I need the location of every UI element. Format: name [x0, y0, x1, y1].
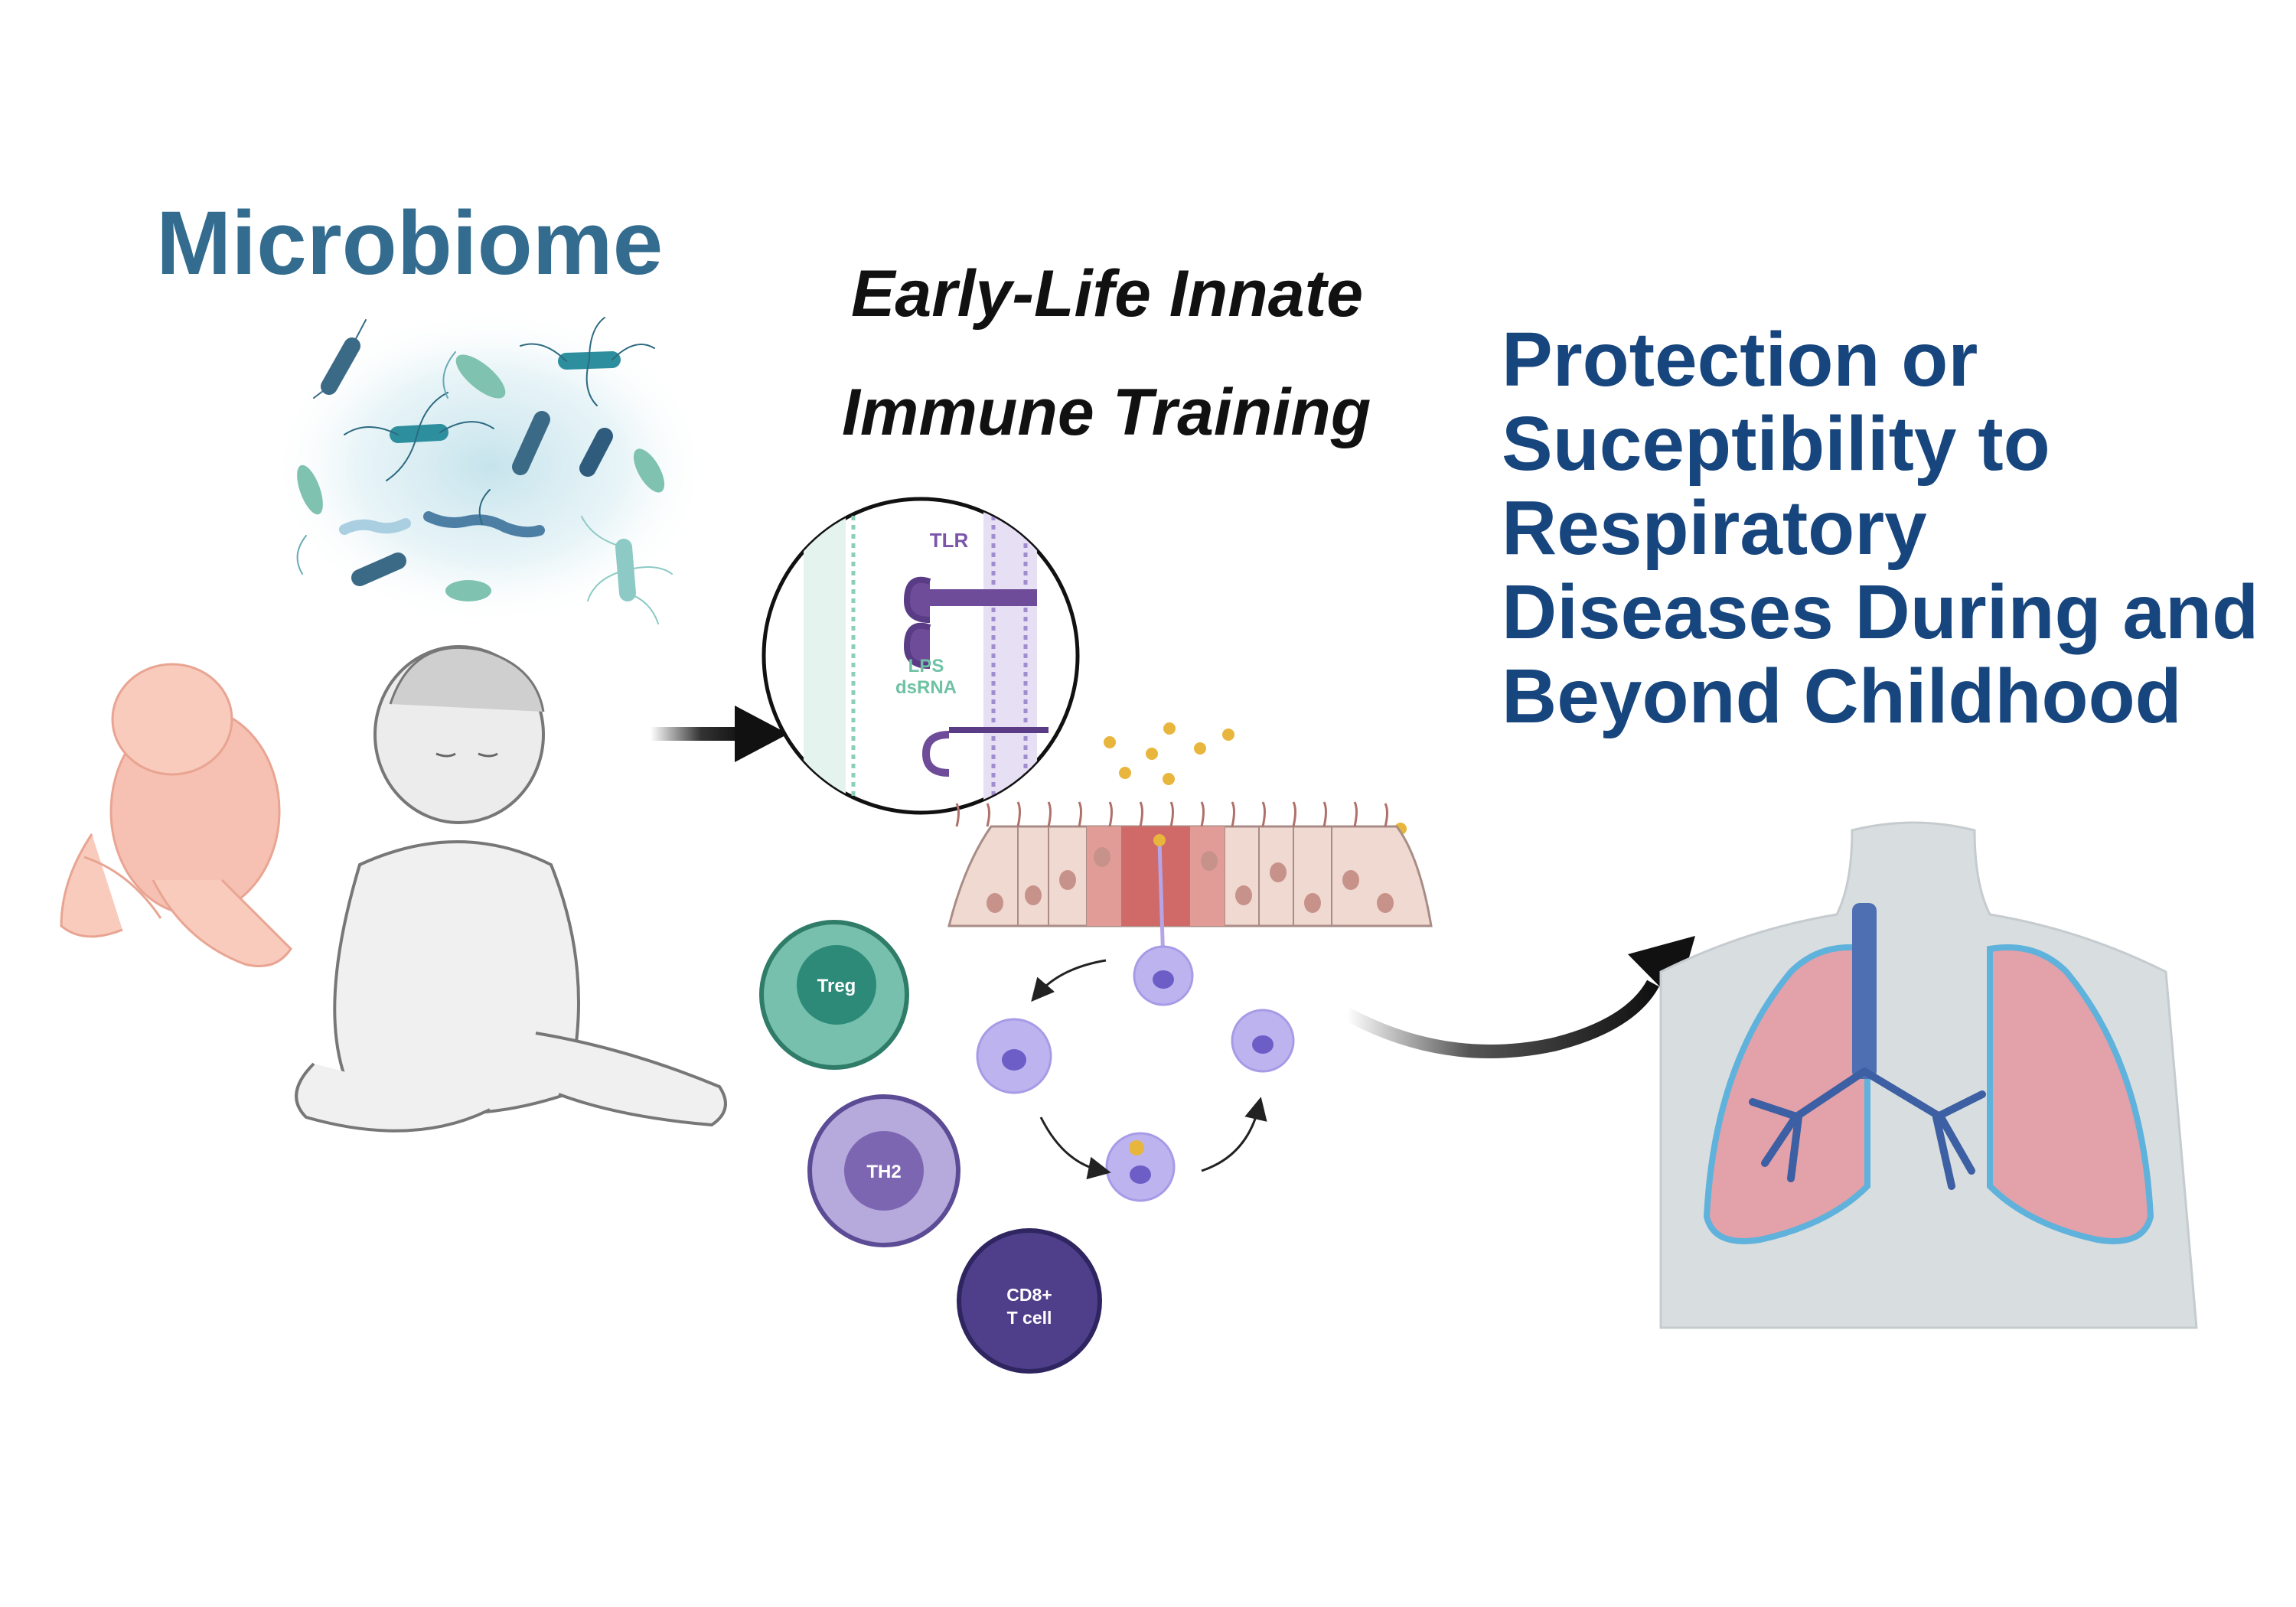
treg-cell: Treg: [759, 920, 909, 1070]
treg-label: Treg: [817, 976, 856, 996]
outcome-title-line-4: Diseases During and: [1502, 569, 2259, 655]
th2-cell: TH2: [807, 1094, 960, 1247]
outcome-title-line-5: Beyond Childhood: [1502, 654, 2182, 739]
training-title-line-2: Immune Training: [842, 376, 1371, 449]
cd8-t-cell: CD8+ T cell: [957, 1228, 1102, 1374]
receptor-zoom-icon: TLR LPS dsRNA: [762, 497, 1080, 815]
dsrna-label: dsRNA: [895, 677, 957, 698]
fetus-icon: [60, 663, 292, 967]
bacteria-cluster-icon: [268, 306, 712, 627]
arrow-curve-icon: [1343, 936, 1695, 1058]
microbiome-title: Microbiome: [156, 193, 664, 294]
infant-icon: [295, 645, 727, 1133]
epithelium-icon: [947, 722, 1433, 965]
cd8-label-line-2: T cell: [1007, 1308, 1052, 1328]
outcome-title-line-1: Protection or: [1502, 317, 1978, 403]
torso-lungs-icon: [1659, 821, 2198, 1329]
tlr-label: TLR: [930, 529, 969, 552]
training-title-line-1: Early-Life Innate: [851, 257, 1364, 331]
th2-label: TH2: [866, 1162, 901, 1182]
outcome-title-line-2: Suceptibility to: [1502, 401, 2050, 487]
cd8-label-line-1: CD8+: [1006, 1285, 1052, 1305]
outcome-title-line-3: Respiratory: [1502, 485, 1927, 571]
dendritic-cell-icon: [976, 945, 1295, 1202]
lps-label: LPS: [908, 656, 944, 676]
arrow-right-icon: [651, 706, 788, 762]
